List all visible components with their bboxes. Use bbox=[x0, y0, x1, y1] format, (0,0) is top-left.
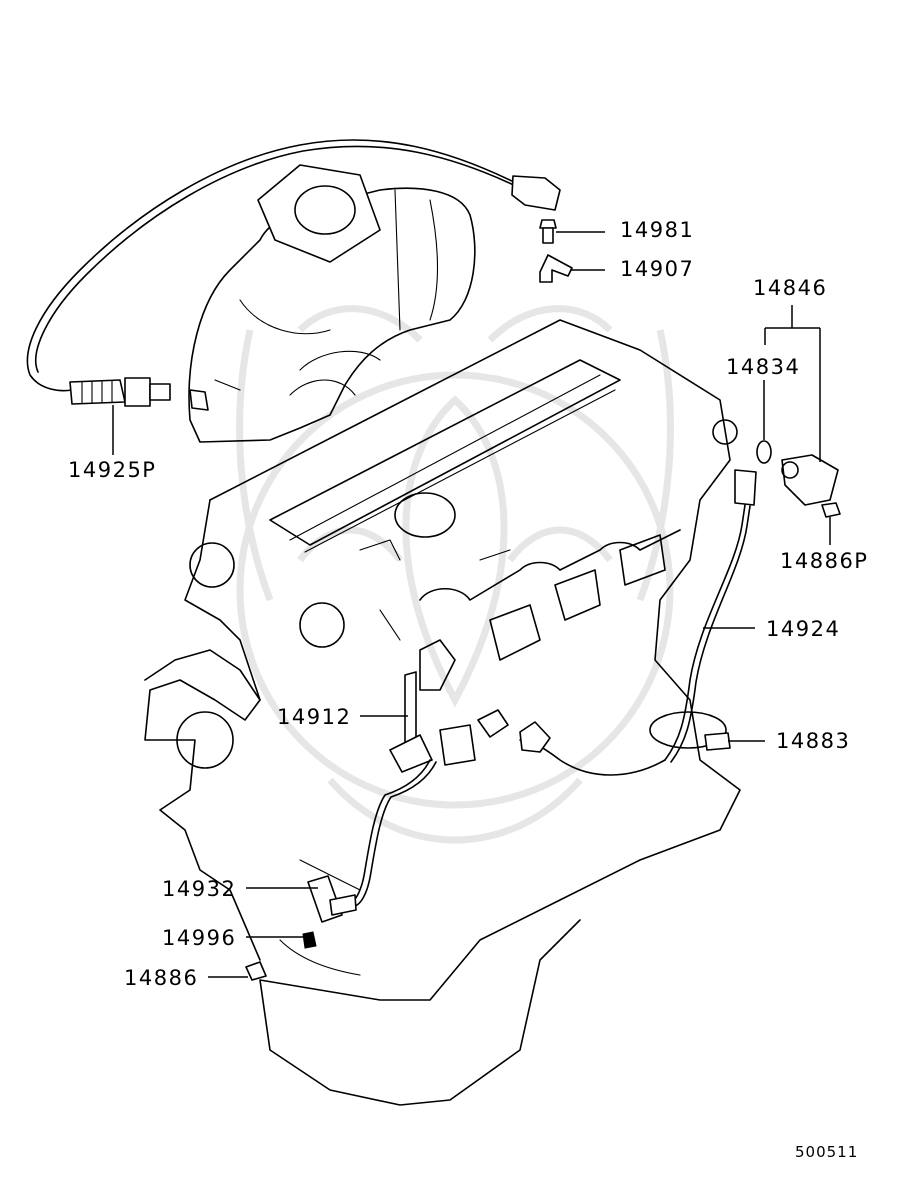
part-label-14834: 14834 bbox=[726, 355, 801, 379]
leader-lines bbox=[112, 231, 831, 978]
part-label-14925P: 14925P bbox=[68, 458, 157, 482]
part-label-14981: 14981 bbox=[620, 218, 695, 242]
crank-sensor-14932-icon bbox=[307, 875, 357, 923]
part-label-14846: 14846 bbox=[753, 276, 828, 300]
bolt-14886-icon bbox=[245, 961, 267, 981]
spring-14996-icon bbox=[302, 931, 317, 949]
part-label-14924: 14924 bbox=[766, 617, 841, 641]
part-label-14883: 14883 bbox=[776, 729, 851, 753]
harness-14924 bbox=[519, 469, 757, 776]
engine-block bbox=[144, 319, 741, 1106]
part-label-14886P: 14886P bbox=[780, 549, 869, 573]
bolt-14981-icon bbox=[539, 219, 557, 244]
watermark-emblem bbox=[236, 305, 674, 844]
cam-sensor-14846-icon bbox=[781, 454, 839, 506]
o-ring-14834-icon bbox=[756, 440, 772, 464]
oxygen-sensor-harness bbox=[26, 139, 561, 407]
bolt-14886P-icon bbox=[821, 502, 841, 518]
exhaust-manifold bbox=[188, 164, 476, 443]
diagram-id: 500511 bbox=[795, 1143, 859, 1161]
harness-14912 bbox=[344, 671, 476, 908]
bracket-14907-icon bbox=[539, 254, 573, 283]
part-label-14907: 14907 bbox=[620, 257, 695, 281]
part-label-14996: 14996 bbox=[162, 926, 237, 950]
part-label-14886: 14886 bbox=[124, 966, 199, 990]
part-label-14932: 14932 bbox=[162, 877, 237, 901]
part-label-14912: 14912 bbox=[277, 705, 352, 729]
